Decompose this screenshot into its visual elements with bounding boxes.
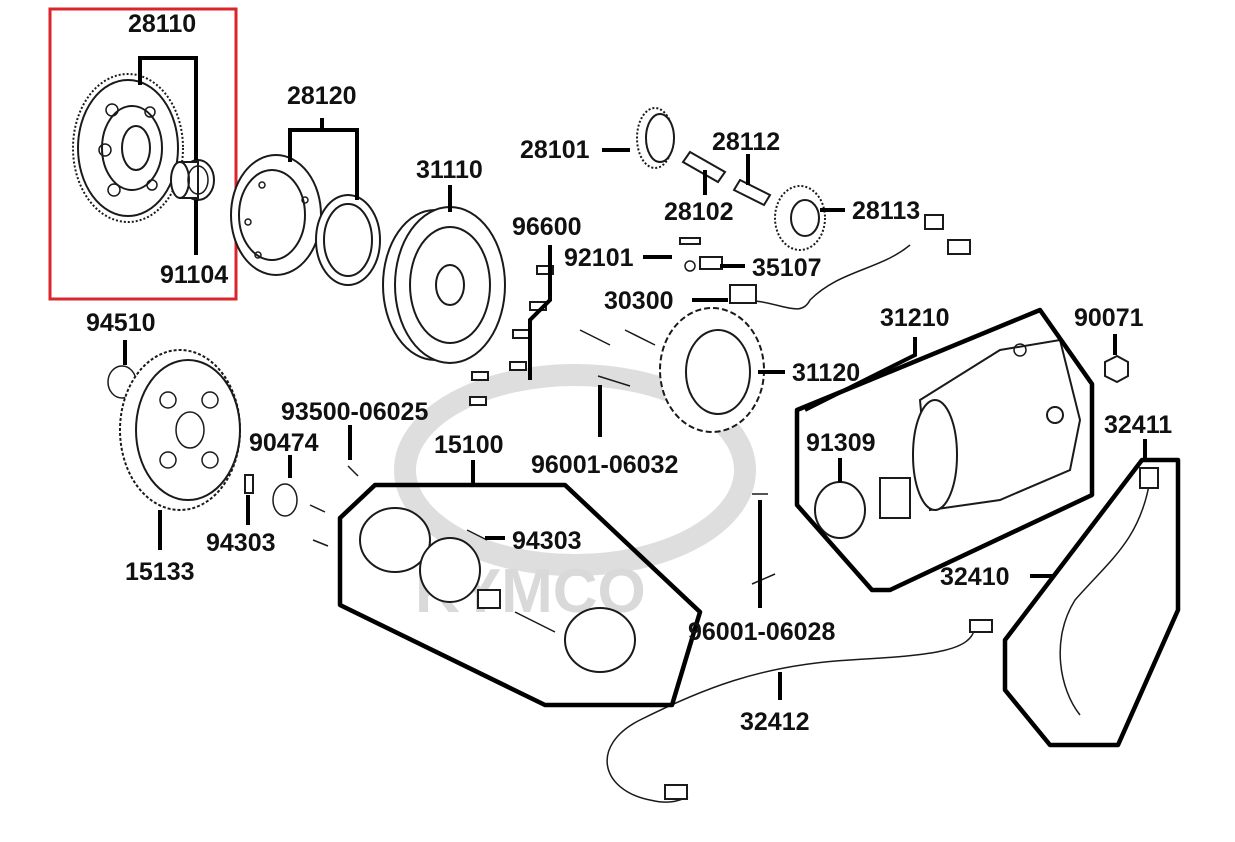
starter-clutch-gear: [72, 73, 184, 223]
pump-drive-gear: [119, 349, 241, 511]
part-labels: 28110 91104 28120 31110 28101 28112 2810…: [86, 10, 1172, 736]
washer: [272, 483, 298, 517]
label-28113: 28113: [852, 197, 920, 225]
bolt-set-96001-06032: [579, 329, 656, 387]
label-31210: 31210: [880, 304, 950, 332]
label-31110: 31110: [416, 156, 483, 184]
gear-shaft-long: [681, 150, 727, 184]
bolt-set-96001-06028: [751, 493, 776, 585]
wire-harness: [729, 214, 971, 310]
label-28112: 28112: [712, 128, 780, 156]
o-ring: [814, 481, 866, 539]
label-28102: 28102: [664, 198, 734, 226]
label-93500-06025: 93500-06025: [281, 398, 428, 426]
label-96001-06028: 96001-06028: [688, 618, 835, 646]
highlight-box: [48, 7, 238, 301]
reduction-gear: [774, 185, 826, 251]
gear-shaft-short: [732, 178, 772, 207]
label-28110: 28110: [128, 10, 196, 38]
bolt-92101: [679, 237, 701, 245]
starter-motor: [879, 338, 1082, 519]
label-90474: 90474: [249, 429, 319, 457]
label-94510: 94510: [86, 309, 156, 337]
label-15133: 15133: [125, 558, 195, 586]
needle-bearing: [170, 159, 215, 201]
label-35107: 35107: [752, 254, 822, 282]
label-28101: 28101: [520, 136, 590, 164]
label-94303-right: 94303: [512, 527, 582, 555]
hex-nut: [1104, 354, 1129, 384]
battery-cable: [1059, 467, 1159, 716]
stator-coil: [659, 307, 765, 433]
label-92101: 92101: [564, 244, 634, 272]
label-32410: 32410: [940, 563, 1010, 591]
label-91309: 91309: [806, 429, 876, 457]
label-31120: 31120: [792, 359, 860, 387]
dowel-pin-left: [244, 474, 254, 494]
label-96001-06032: 96001-06032: [531, 451, 678, 479]
oil-pump-parts: [359, 507, 636, 673]
pulse-sensor: [684, 256, 723, 272]
starter-cable: [606, 619, 993, 803]
screw-set-93500: [309, 465, 359, 547]
label-28120: 28120: [287, 82, 357, 110]
label-32411: 32411: [1104, 411, 1172, 439]
label-32412: 32412: [740, 708, 810, 736]
starter-clutch-assembly: [230, 154, 381, 286]
group-box-31210: [794, 307, 1095, 593]
group-box-15100: [337, 482, 703, 708]
flywheel: [382, 206, 506, 364]
label-30300: 30300: [604, 287, 674, 315]
idle-gear: [636, 107, 675, 169]
label-94303-left: 94303: [206, 529, 276, 557]
label-90071: 90071: [1074, 304, 1144, 332]
label-15100: 15100: [434, 431, 504, 459]
group-box-32410: [1002, 457, 1181, 748]
label-91104: 91104: [160, 261, 228, 289]
label-96600: 96600: [512, 213, 582, 241]
